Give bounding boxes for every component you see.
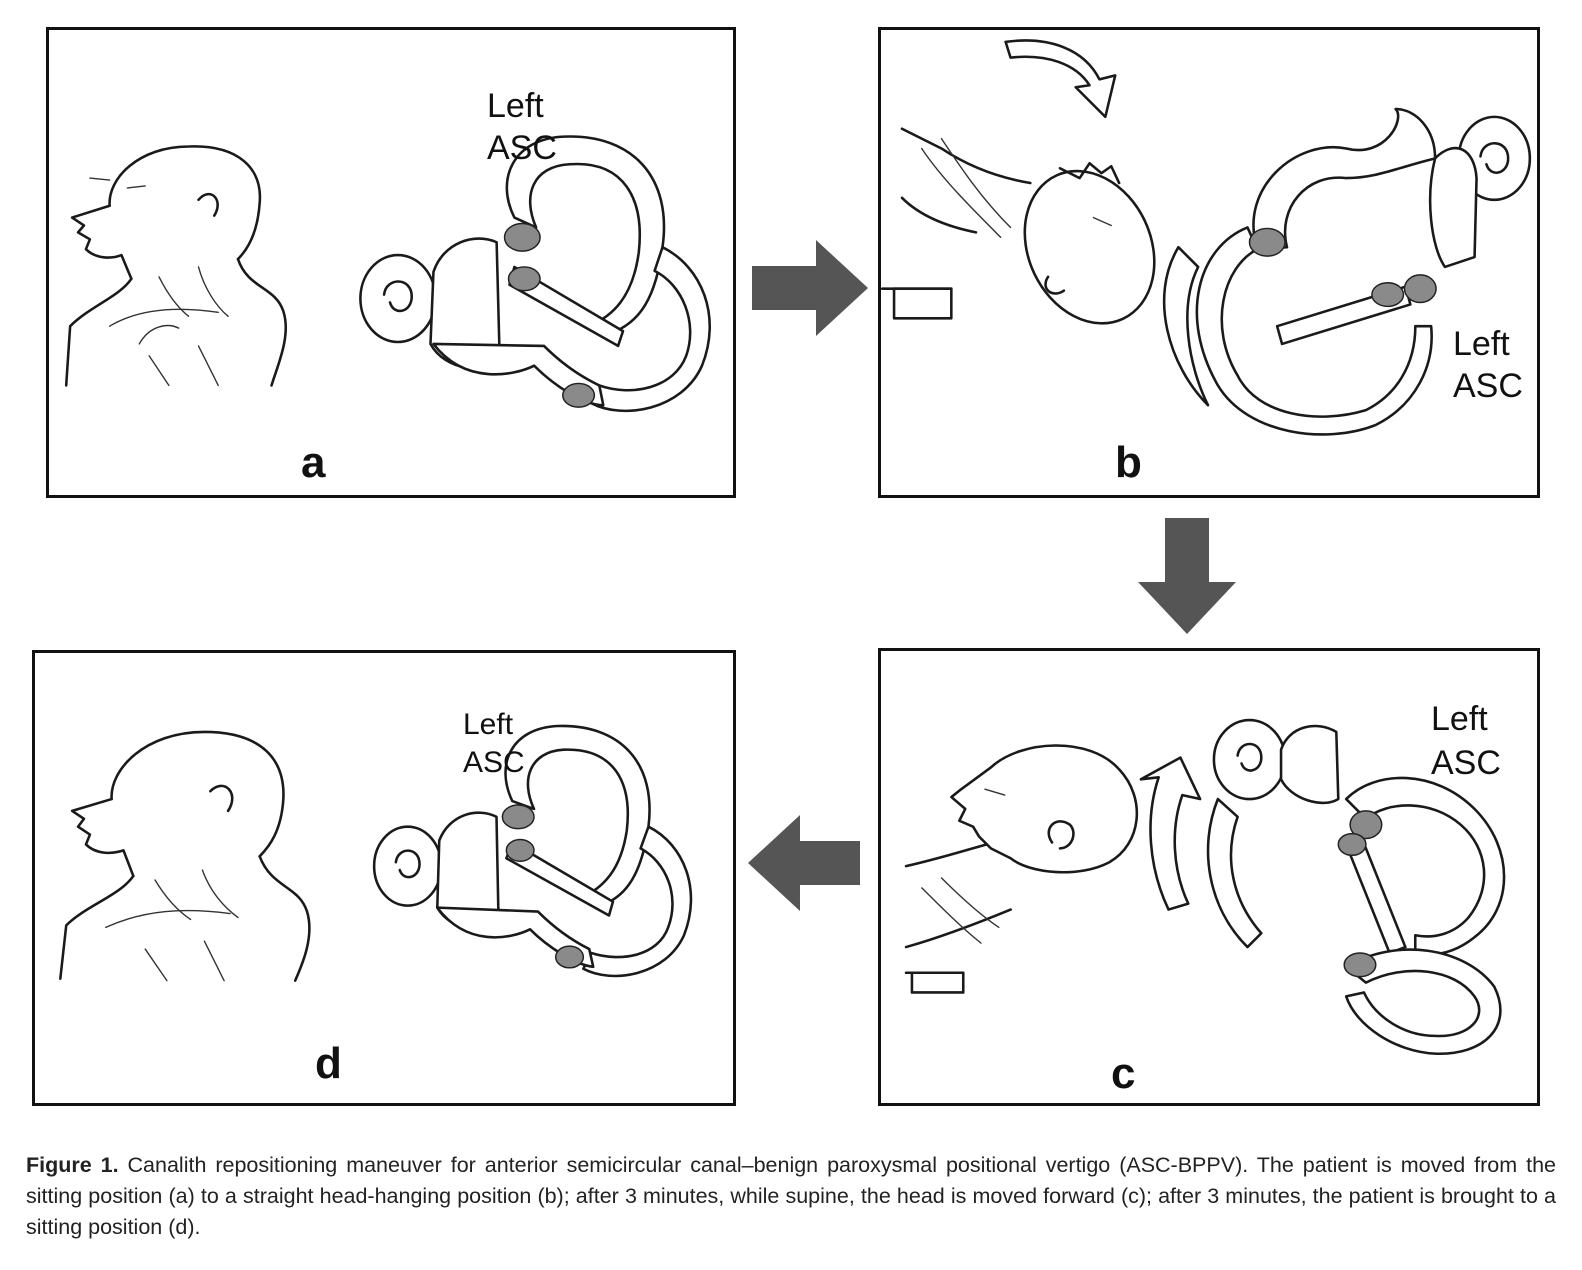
head-hanging-patient-illustration — [881, 39, 1532, 436]
panel-b: Left ASC b — [878, 27, 1540, 498]
panel-d: Left ASC d — [32, 650, 736, 1106]
canal-label-left: Left — [1431, 700, 1488, 738]
panel-a: Left ASC a — [46, 27, 736, 498]
supine-head-forward-illustration — [904, 718, 1506, 1055]
arrow-left-icon — [748, 815, 860, 911]
panel-letter: a — [301, 438, 326, 487]
curved-arrow-down-icon — [1004, 39, 1117, 119]
panel-letter: d — [315, 1039, 342, 1088]
panel-letter: c — [1111, 1049, 1136, 1098]
panel-c: Left ASC c — [878, 648, 1540, 1106]
curved-arrow-up-icon — [1139, 756, 1202, 911]
canal-label-left: Left — [1453, 325, 1510, 363]
canal-label-asc: ASC — [463, 746, 525, 779]
canal-label-left: Left — [463, 708, 514, 741]
canal-label-asc: ASC — [1453, 367, 1523, 405]
sitting-patient-illustration — [59, 724, 693, 982]
figure-label: Figure 1. — [26, 1153, 119, 1177]
canal-label-asc: ASC — [487, 129, 557, 167]
canal-label-left: Left — [487, 87, 544, 125]
panel-letter: b — [1115, 438, 1142, 487]
caption-text: Canalith repositioning maneuver for ante… — [26, 1153, 1557, 1239]
arrow-right-icon — [752, 240, 868, 336]
canal-label-asc: ASC — [1431, 744, 1501, 782]
arrow-down-icon — [1138, 518, 1236, 634]
figure-caption: Figure 1. Canalith repositioning maneuve… — [26, 1150, 1556, 1243]
sitting-patient-illustration — [64, 135, 711, 413]
